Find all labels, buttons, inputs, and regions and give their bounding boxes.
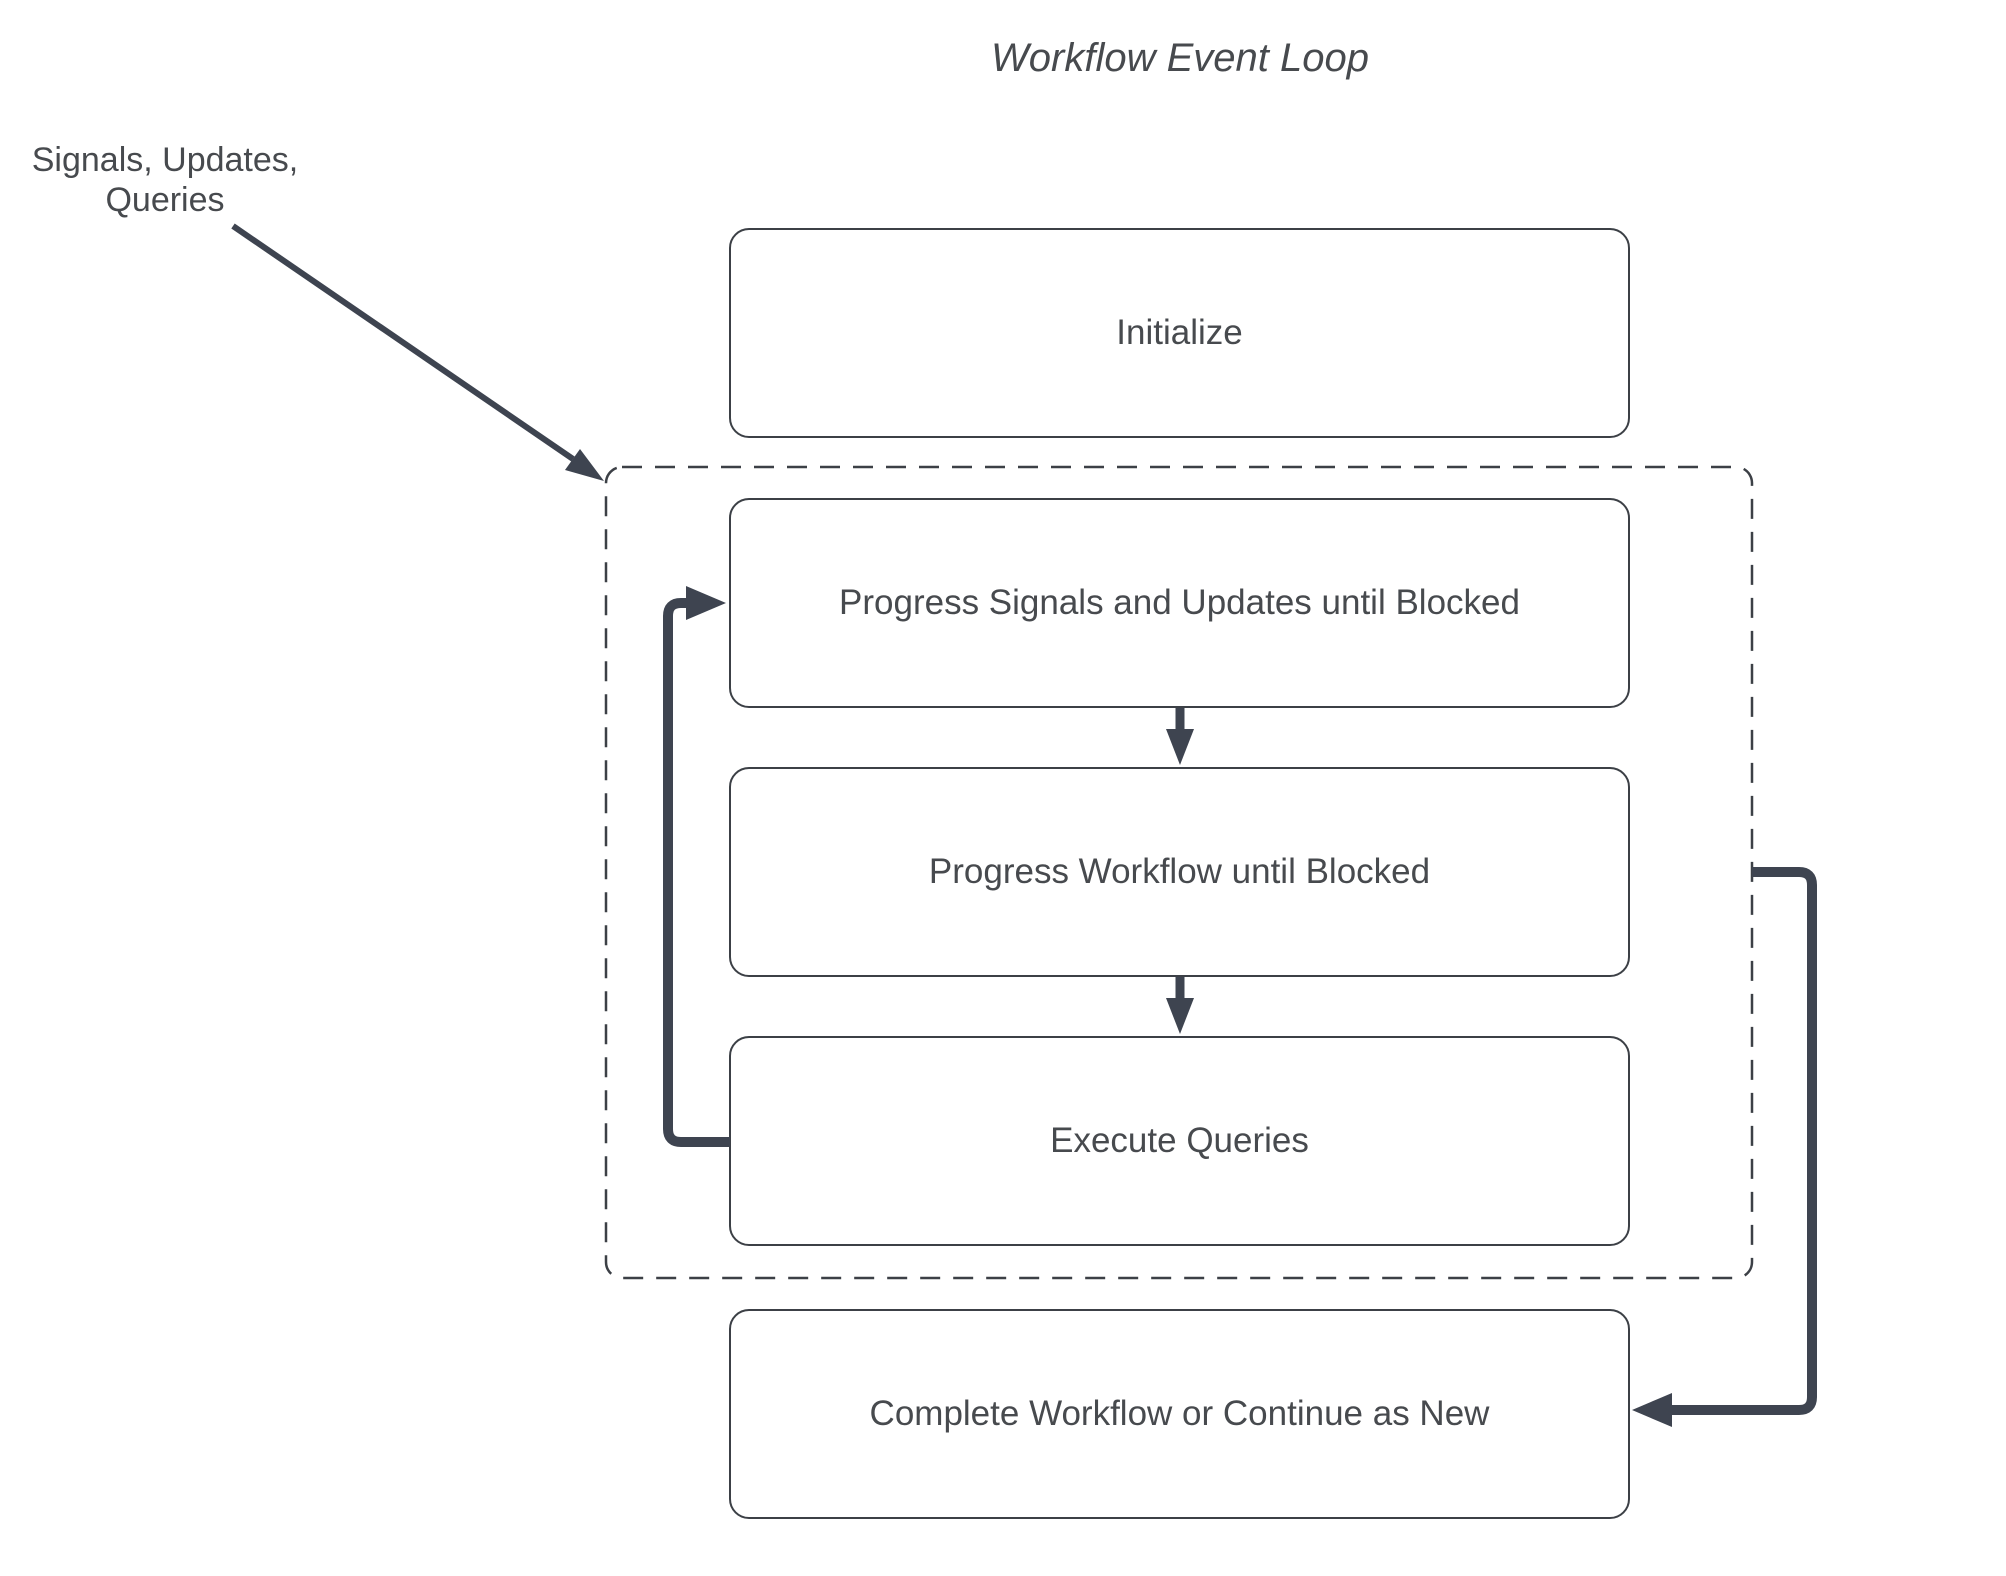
node-initialize: Initialize (729, 228, 1630, 438)
node-initialize-label: Initialize (1116, 313, 1243, 352)
node-execute-queries-label: Execute Queries (1050, 1121, 1309, 1160)
node-complete-workflow: Complete Workflow or Continue as New (729, 1309, 1630, 1519)
node-complete-workflow-label: Complete Workflow or Continue as New (869, 1394, 1490, 1433)
node-progress-signals-updates-label: Progress Signals and Updates until Block… (839, 583, 1520, 622)
diagram-title: Workflow Event Loop (991, 36, 1369, 80)
node-execute-queries: Execute Queries (729, 1036, 1630, 1246)
signals-arrow-shaft (231, 223, 575, 462)
signals-arrowhead (565, 449, 604, 481)
node-progress-signals-updates: Progress Signals and Updates until Block… (729, 498, 1630, 708)
node-progress-workflow: Progress Workflow until Blocked (729, 767, 1630, 977)
to-complete-arrowhead (1632, 1393, 1672, 1427)
node-progress-workflow-label: Progress Workflow until Blocked (928, 852, 1431, 891)
signals-updates-queries-label: Signals, Updates, Queries (31, 141, 299, 219)
